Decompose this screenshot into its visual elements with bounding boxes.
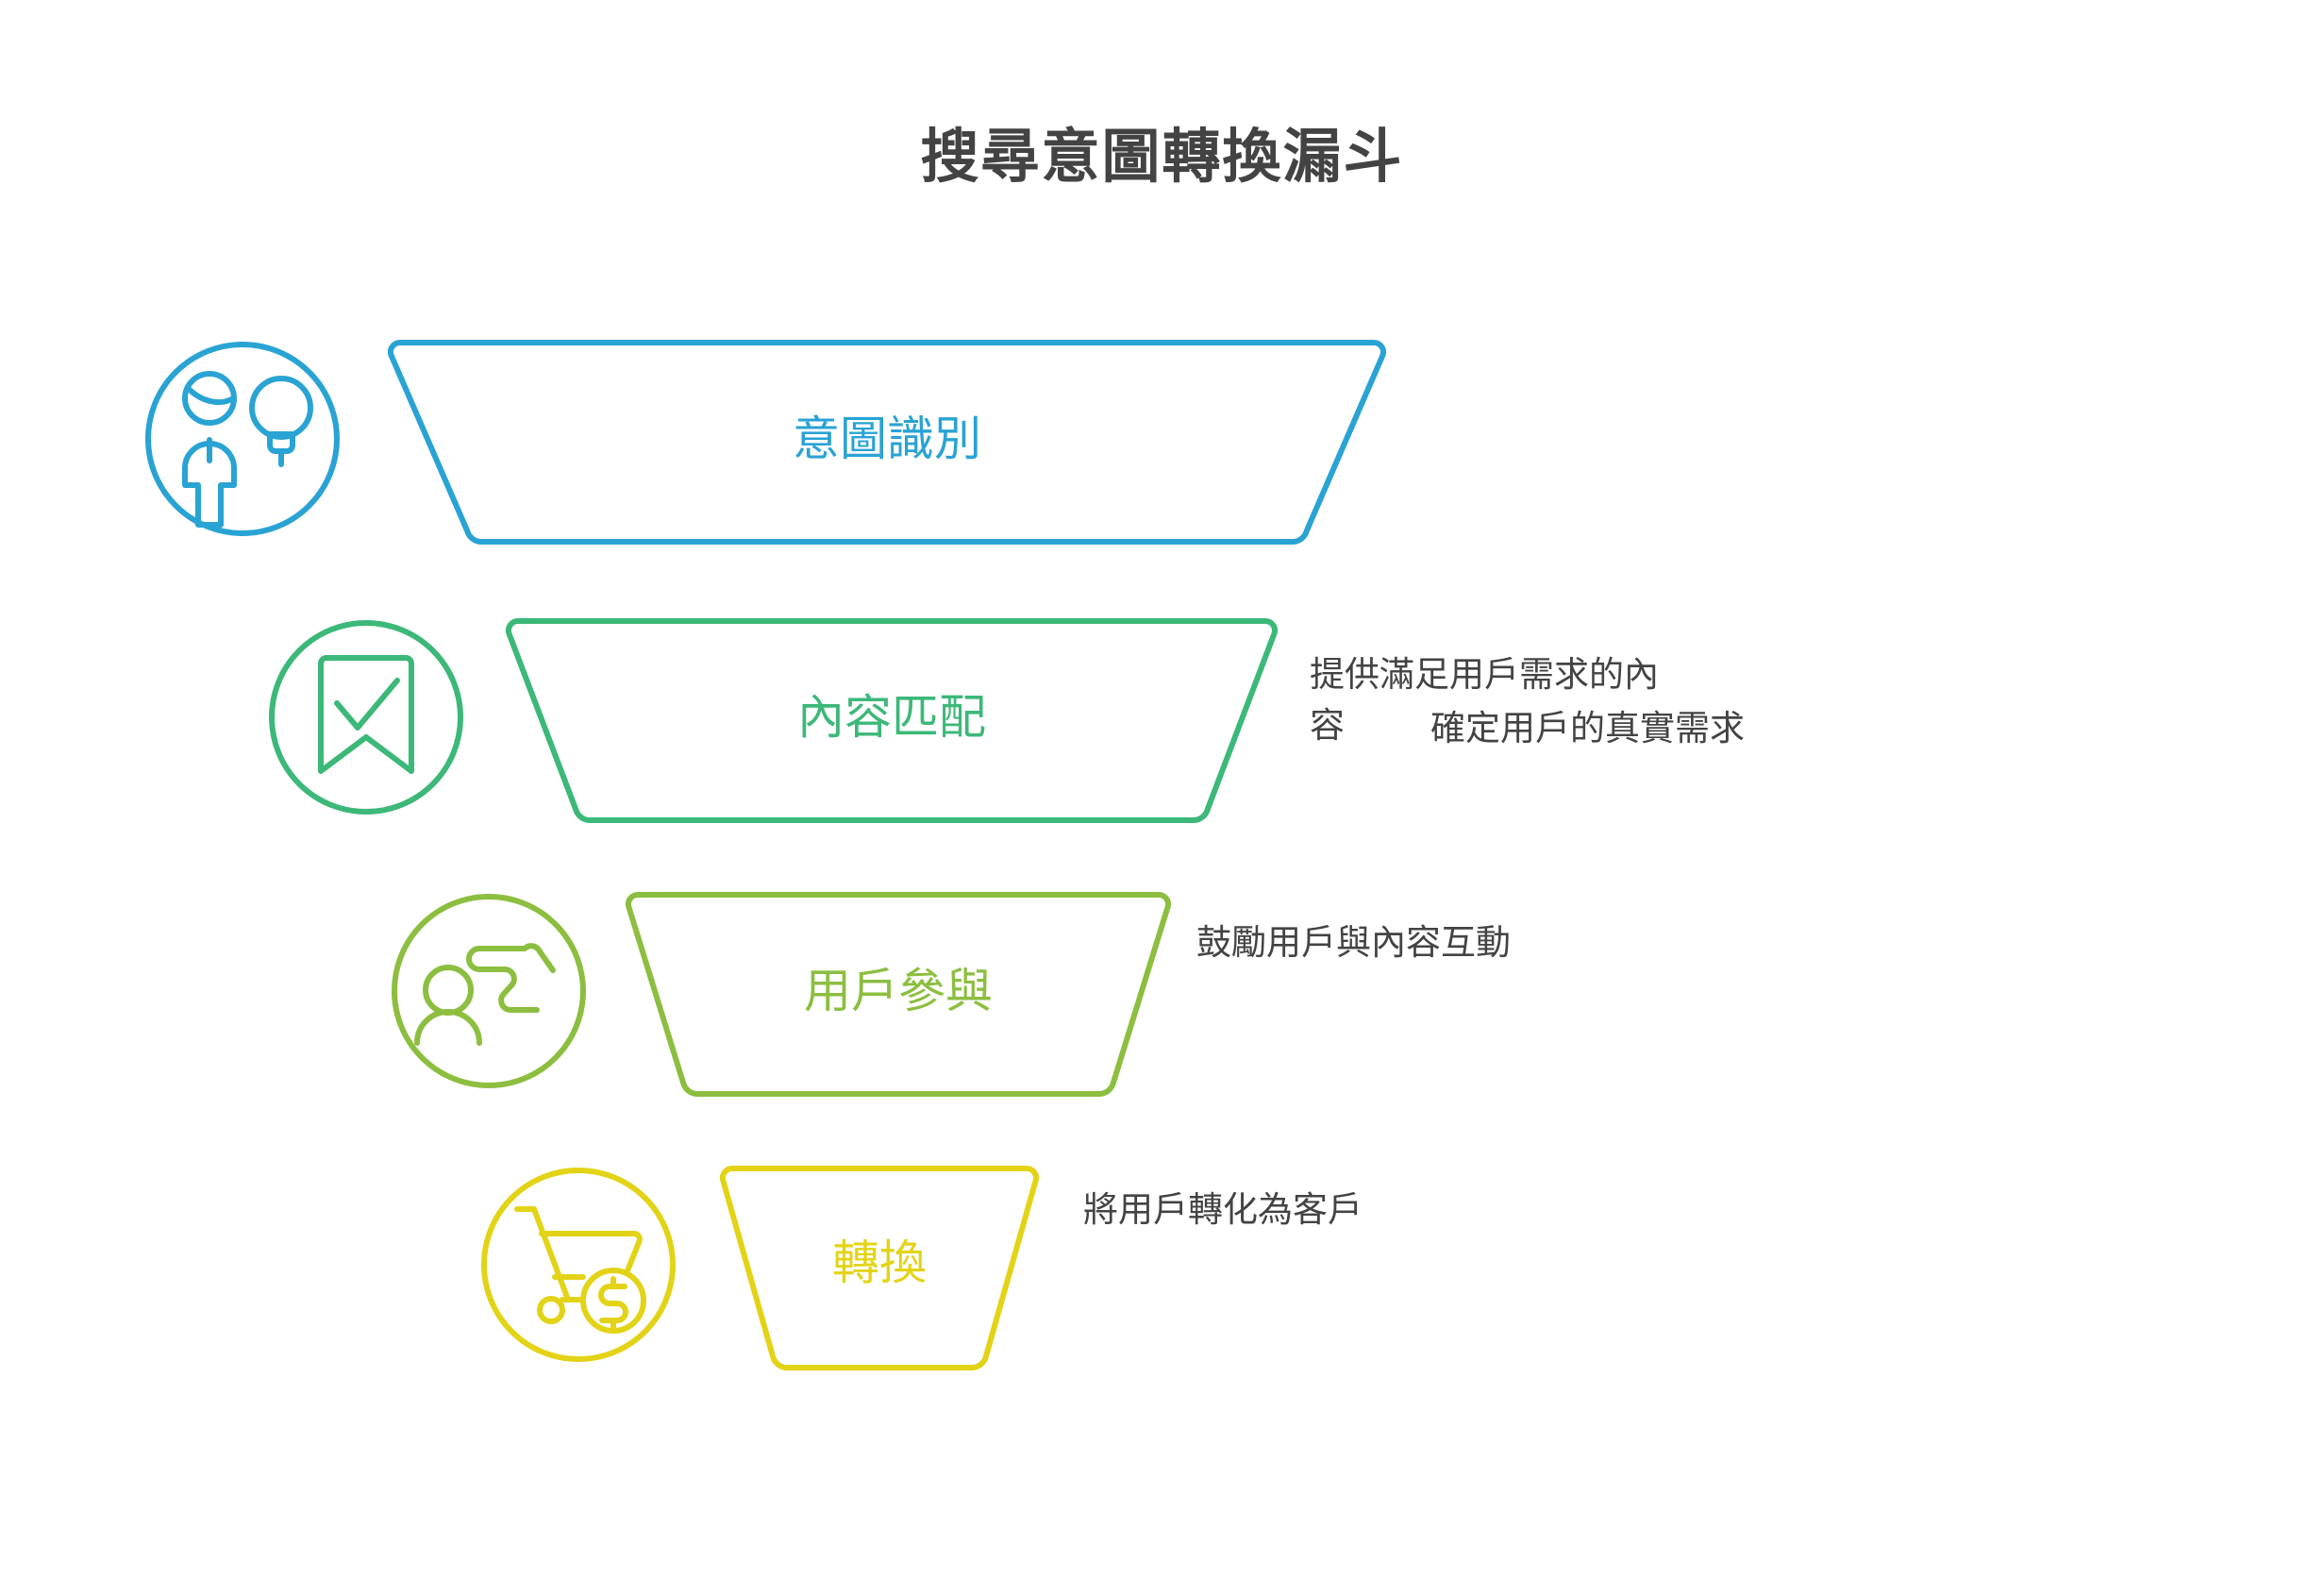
funnel-stage-3-description: 鼓勵用戶與內容互動 — [1196, 917, 1640, 968]
description-line: 將用戶轉化為客戶 — [1083, 1190, 1363, 1229]
bookmark-check-icon — [267, 618, 465, 816]
funnel-stage-4-label: 轉換 — [832, 1236, 927, 1289]
description-line: 確定用戶的真實需求 — [1430, 709, 1745, 748]
funnel-stage-2-description: 提供滿足用戶需求的內 容 — [1310, 649, 1753, 750]
funnel-stage-1-description: 確定用戶的真實需求 — [1430, 703, 1874, 754]
funnel-stage-3-label: 用戶參與 — [804, 965, 993, 1017]
user-engagement-icon — [390, 892, 588, 1090]
page-title: 搜尋意圖轉換漏斗 — [920, 125, 1404, 190]
funnel-band-2[interactable] — [505, 617, 1279, 829]
funnel-band-4[interactable] — [719, 1165, 1040, 1376]
description-line: 鼓勵用戶與內容互動 — [1196, 923, 1511, 962]
funnel-band-1[interactable] — [387, 339, 1387, 550]
description-line: 容 — [1310, 705, 1345, 745]
funnel-stage-2-label: 內容匹配 — [797, 691, 986, 744]
funnel-band-3[interactable] — [625, 891, 1172, 1102]
shopping-cart-dollar-icon — [479, 1166, 677, 1364]
description-line: 提供滿足用戶需求的內 — [1310, 655, 1659, 694]
funnel-stage-4-description: 將用戶轉化為客戶 — [1083, 1185, 1527, 1235]
funnel-stage-1-label: 意圖識別 — [793, 412, 981, 465]
person-lightbulb-icon — [143, 340, 342, 538]
